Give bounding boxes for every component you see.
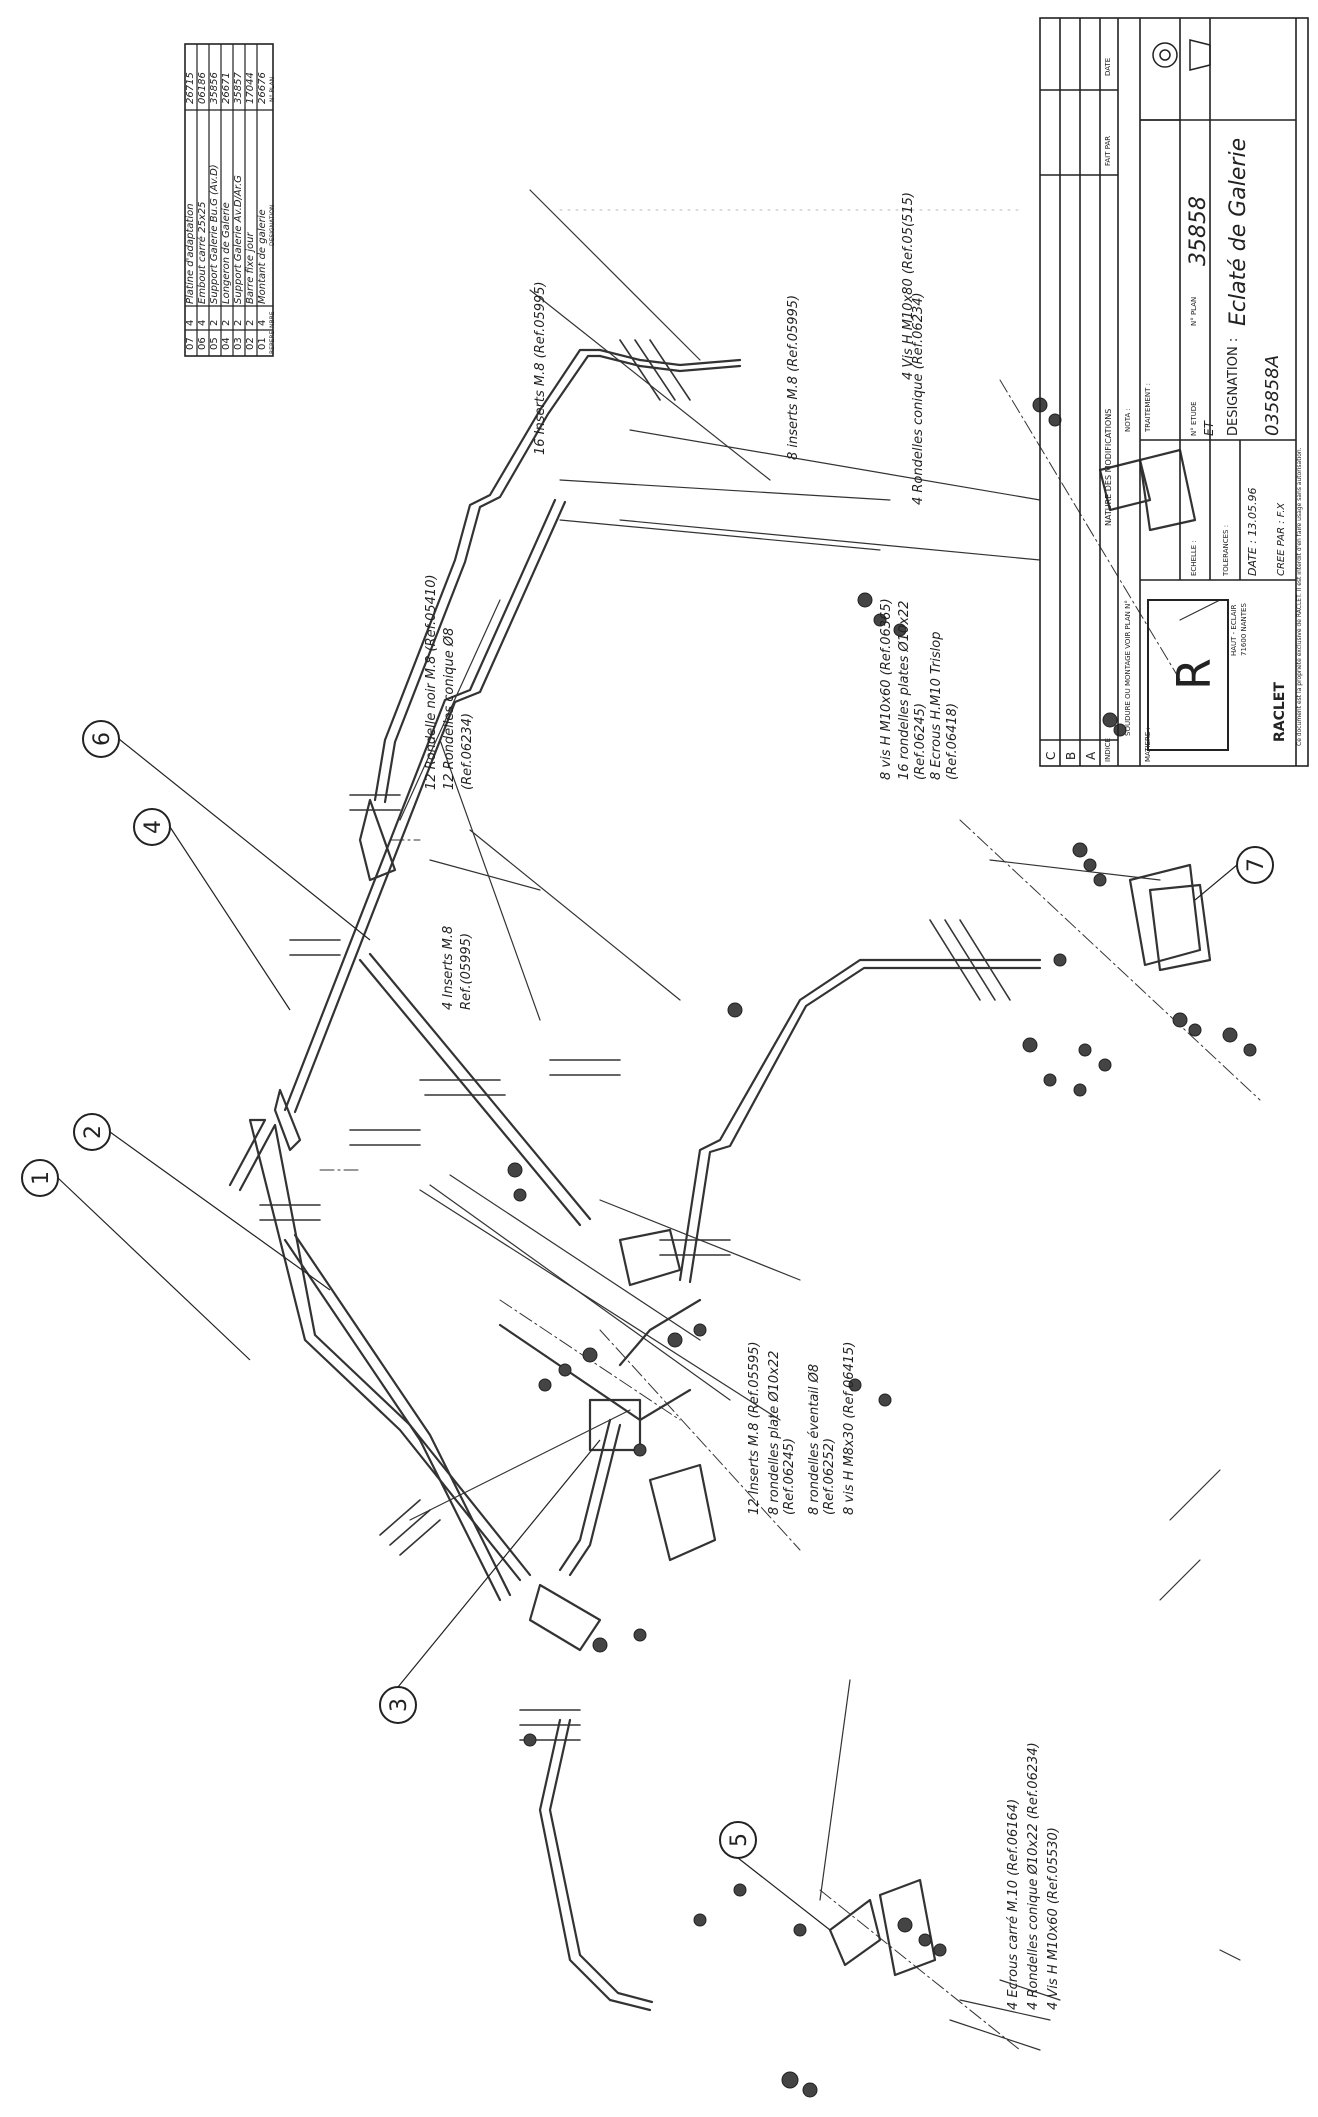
- drawing-code: 035858A: [1262, 354, 1283, 436]
- parts-row: 06 4 Embout carré 25x25 06186: [197, 72, 208, 350]
- callout-18: 8 rondelles éventail Ø8: [807, 1364, 822, 1515]
- company-name: RACLET: [1272, 682, 1288, 742]
- bracket-mid: [273, 1088, 302, 1152]
- nature-label: NATURE DES MODIFICATIONS: [1104, 408, 1113, 526]
- revision-c: C: [1044, 751, 1058, 760]
- parts-row: 01 4 Montant de galerie 26676: [257, 72, 268, 350]
- rail-lower-left: [538, 1718, 652, 2012]
- date-label: DATE: [1104, 57, 1112, 76]
- longeron-lower: [358, 958, 582, 1227]
- svg-text:4: 4: [141, 820, 166, 834]
- callout-11: 16 rondelles plates Ø10x22: [897, 601, 912, 780]
- etude-value: ET: [1202, 421, 1216, 436]
- tolerances-label: TOLERANCES :: [1222, 524, 1230, 576]
- callout-15: 12 Inserts M.8 (Ref.05595): [747, 1341, 762, 1515]
- designation-value: Eclaté de Galerie: [1226, 137, 1251, 326]
- bracket-lower-left: [828, 1898, 882, 1967]
- title-block-text: C B A INDICE NATURE DES MODIFICATIONS FA…: [1040, 18, 1308, 766]
- callout-4: 4 Rondelles conique (Ref.06234): [911, 292, 926, 505]
- plate-lower-right: [1148, 883, 1212, 972]
- soudure-label: SOUDURE OU MONTAGE VOIR PLAN N°: [1124, 600, 1132, 736]
- parts-header: REPERE NBRE DESIGNATION N° PLAN: [269, 76, 276, 354]
- callout-20: 8 vis H M8x30 (Ref.06415): [842, 1342, 857, 1515]
- callout-5: 12 Rondelle noir M.8 (Ref.05410): [424, 574, 439, 790]
- callout-12: (Ref.06245): [913, 703, 928, 780]
- matiere-label: MATIERE :: [1144, 727, 1152, 762]
- callout-14: (Ref.06418): [945, 703, 960, 780]
- bracket-center-2: [528, 1583, 602, 1652]
- bracket-top: [618, 1228, 682, 1287]
- callout-7: (Ref.06234): [460, 713, 475, 790]
- callout-16: 8 rondelles plate Ø10x22: [767, 1351, 782, 1515]
- svg-text:7: 7: [1244, 858, 1269, 872]
- callout-2: 8 inserts M.8 (Ref.05995): [786, 295, 801, 460]
- fait-par-label: FAIT PAR: [1104, 135, 1112, 166]
- parts-row: 05 2 Support Galerie Bu.G (Av.D) 35856: [209, 72, 220, 350]
- callout-8: 4 Inserts M.8: [441, 926, 456, 1010]
- parts-list: [184, 43, 274, 357]
- cross-bar: [498, 1323, 692, 1422]
- parts-row: 04 2 Longeron de Galerie 26671: [221, 72, 232, 350]
- svg-text:2: 2: [81, 1125, 106, 1139]
- balloon-4: 4: [133, 808, 291, 1011]
- parts-row: 02 2 Barre fixe jour 17044: [245, 72, 256, 350]
- svg-text:5: 5: [727, 1833, 752, 1847]
- callout-19: (Ref.06252): [822, 1438, 837, 1515]
- longeron-upper: [283, 498, 557, 1112]
- indice-label: INDICE: [1104, 737, 1112, 762]
- callout-23: 4 Vis H M10x60 (Ref.05530): [1046, 1827, 1061, 2010]
- date-field: DATE : 13.05.96: [1246, 487, 1259, 576]
- nota-label: NOTA :: [1124, 408, 1132, 432]
- traitement-label: TRAITEMENT :: [1144, 383, 1152, 432]
- callout-21: 4 Ecrous carré M.10 (Ref.06164): [1006, 1799, 1021, 2010]
- svg-text:6: 6: [90, 732, 115, 746]
- callout-6: 12 Rondelles conique Ø8: [442, 628, 457, 790]
- bracket-upper: [358, 798, 397, 882]
- parts-row: 03 2 Support Galerie Av.D/Ar.G 35857: [233, 72, 244, 350]
- company-address-1: HAUT - ECLAIR: [1230, 604, 1238, 656]
- footer-note: Ce document est la propriété exclusive d…: [1296, 447, 1303, 746]
- parts-row: 07 4 Platine d'adaptation 26715: [185, 72, 196, 350]
- callout-10: 8 vis H M10x60 (Ref.06365): [879, 598, 894, 780]
- plan-label: N° PLAN: [1190, 296, 1198, 326]
- balloon-7: 7: [1194, 846, 1274, 901]
- revision-a: A: [1084, 751, 1098, 760]
- barre-2: [283, 1238, 502, 1602]
- plan-value: 35858: [1186, 196, 1211, 266]
- plate-lower-left: [878, 1878, 937, 1977]
- rail-lower-right: [678, 958, 962, 1282]
- callout-3: 4 Vis H M10x80 (Ref.05(515): [901, 192, 916, 380]
- balloon-2: 2: [73, 1113, 331, 1291]
- designation-label: DESIGNATION :: [1226, 337, 1241, 436]
- svg-text:3: 3: [387, 1698, 412, 1712]
- etude-label: N° ETUDE: [1190, 401, 1198, 436]
- balloon-1: 1: [21, 1159, 251, 1361]
- callout-17: (Ref.06245): [782, 1438, 797, 1515]
- callout-22: 4 Rondelles conique Ø10x22 (Ref.06234): [1026, 1742, 1041, 2010]
- callout-9: Ref.(05995): [459, 933, 474, 1010]
- callout-13: 8 Ecrous H.M10 Trislop: [929, 632, 944, 780]
- callout-1: 16 Inserts M.8 (Ref.05995): [533, 281, 548, 455]
- revision-b: B: [1064, 751, 1078, 760]
- balloon-3: 3: [379, 1439, 601, 1724]
- parts-list-text: 07 4 Platine d'adaptation 26715 06 4 Emb…: [185, 44, 276, 356]
- montant-1: [228, 1118, 522, 1582]
- cree-par: CREE PAR : F.X: [1276, 502, 1287, 576]
- svg-text:1: 1: [29, 1171, 54, 1185]
- company-address-2: 71600 NANTES: [1240, 603, 1248, 656]
- echelle-label: ECHELLE :: [1190, 540, 1198, 576]
- plate-center: [648, 1463, 717, 1562]
- plate-right: [1128, 863, 1202, 967]
- balloon-5: 5: [719, 1821, 831, 1931]
- balloon-6: 6: [82, 720, 371, 941]
